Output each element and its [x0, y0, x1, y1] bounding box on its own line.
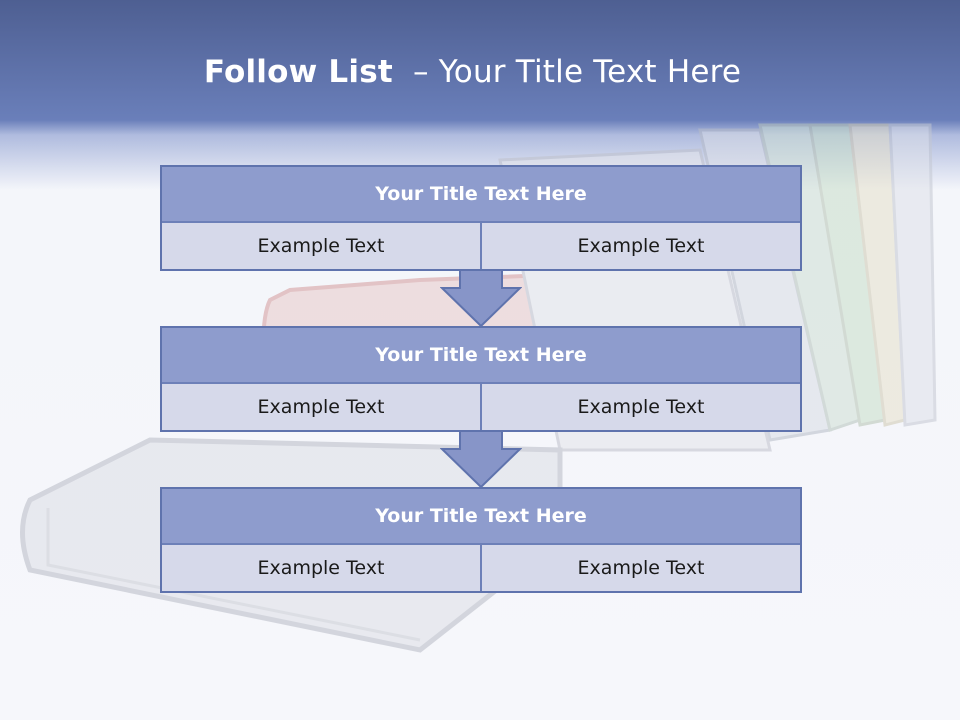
down-arrow-icon — [440, 269, 522, 328]
list-block-3: Your Title Text Here Example Text Exampl… — [160, 487, 802, 593]
slide-title: Follow List – Your Title Text Here — [0, 54, 945, 90]
slide-title-rest: – Your Title Text Here — [392, 54, 742, 90]
slide-title-bold: Follow List — [203, 54, 393, 90]
list-block-1: Your Title Text Here Example Text Exampl… — [160, 165, 802, 271]
block-cell-right: Example Text — [480, 384, 800, 430]
list-block-2: Your Title Text Here Example Text Exampl… — [160, 326, 802, 432]
block-row: Example Text Example Text — [162, 384, 800, 430]
block-cell-left: Example Text — [162, 223, 480, 269]
block-row: Example Text Example Text — [162, 545, 800, 591]
block-title: Your Title Text Here — [162, 167, 800, 223]
block-cell-left: Example Text — [162, 384, 480, 430]
block-cell-right: Example Text — [480, 545, 800, 591]
block-cell-right: Example Text — [480, 223, 800, 269]
block-row: Example Text Example Text — [162, 223, 800, 269]
down-arrow-icon — [440, 430, 522, 489]
block-title: Your Title Text Here — [162, 328, 800, 384]
block-cell-left: Example Text — [162, 545, 480, 591]
block-title: Your Title Text Here — [162, 489, 800, 545]
